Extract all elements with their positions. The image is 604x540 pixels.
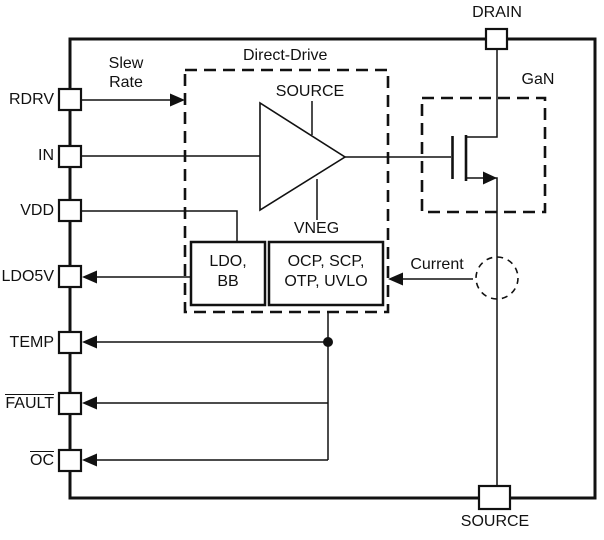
pin-oc bbox=[57, 448, 83, 473]
current-sense-circle-icon bbox=[475, 256, 519, 300]
fet-source-lead bbox=[467, 177, 498, 487]
rdrv-arrowhead-icon bbox=[170, 93, 185, 107]
current-arrowhead-icon bbox=[388, 272, 403, 286]
direct-drive-title: Direct-Drive bbox=[243, 47, 328, 64]
fet-source-arrowhead-icon bbox=[483, 171, 497, 185]
gan-title: GaN bbox=[521, 71, 555, 88]
driver-source-label: SOURCE bbox=[275, 83, 345, 100]
pin-vdd bbox=[57, 198, 83, 223]
pin-label-vdd: VDD bbox=[20, 202, 54, 219]
gan-fet bbox=[345, 49, 498, 487]
pin-label-oc: OC bbox=[30, 451, 54, 469]
gan-box bbox=[420, 96, 547, 214]
current-label: Current bbox=[410, 256, 464, 273]
ldo5v-arrowhead-icon bbox=[82, 270, 97, 284]
ldo-bb-block bbox=[189, 240, 267, 307]
pin-label-fault: FAULT bbox=[5, 394, 54, 412]
pin-label-source: SOURCE bbox=[460, 513, 530, 530]
pin-temp bbox=[57, 330, 83, 355]
driver-vneg-label: VNEG bbox=[293, 220, 340, 237]
protection-label: OCP, SCP, OTP, UVLO bbox=[284, 253, 368, 290]
pin-label-ldo5v: LDO5V bbox=[1, 268, 54, 285]
temp-arrowhead-icon bbox=[82, 335, 97, 349]
slew-rate-label: Slew Rate bbox=[108, 55, 144, 91]
signal-lines bbox=[81, 93, 473, 467]
pin-drain bbox=[484, 27, 509, 51]
fault-arrowhead-icon bbox=[82, 396, 97, 410]
protection-block bbox=[267, 240, 385, 307]
pin-label-temp: TEMP bbox=[9, 334, 54, 351]
pin-squares bbox=[57, 27, 512, 511]
pin-ldo5v bbox=[57, 264, 83, 289]
vdd-line bbox=[81, 210, 238, 242]
pin-source bbox=[477, 484, 512, 511]
direct-drive-box bbox=[183, 68, 390, 314]
fet-drain-lead bbox=[467, 49, 498, 138]
pin-label-rdrv: RDRV bbox=[8, 91, 54, 108]
ldo-bb-label: LDO, BB bbox=[209, 253, 247, 290]
pin-in bbox=[57, 144, 83, 169]
pin-fault bbox=[57, 391, 83, 416]
pin-label-drain: DRAIN bbox=[472, 4, 522, 21]
pin-label-in: IN bbox=[38, 147, 54, 164]
gate-driver bbox=[259, 101, 347, 220]
driver-triangle-icon bbox=[259, 101, 347, 212]
pin-rdrv bbox=[57, 87, 83, 112]
oc-arrowhead-icon bbox=[82, 453, 97, 467]
